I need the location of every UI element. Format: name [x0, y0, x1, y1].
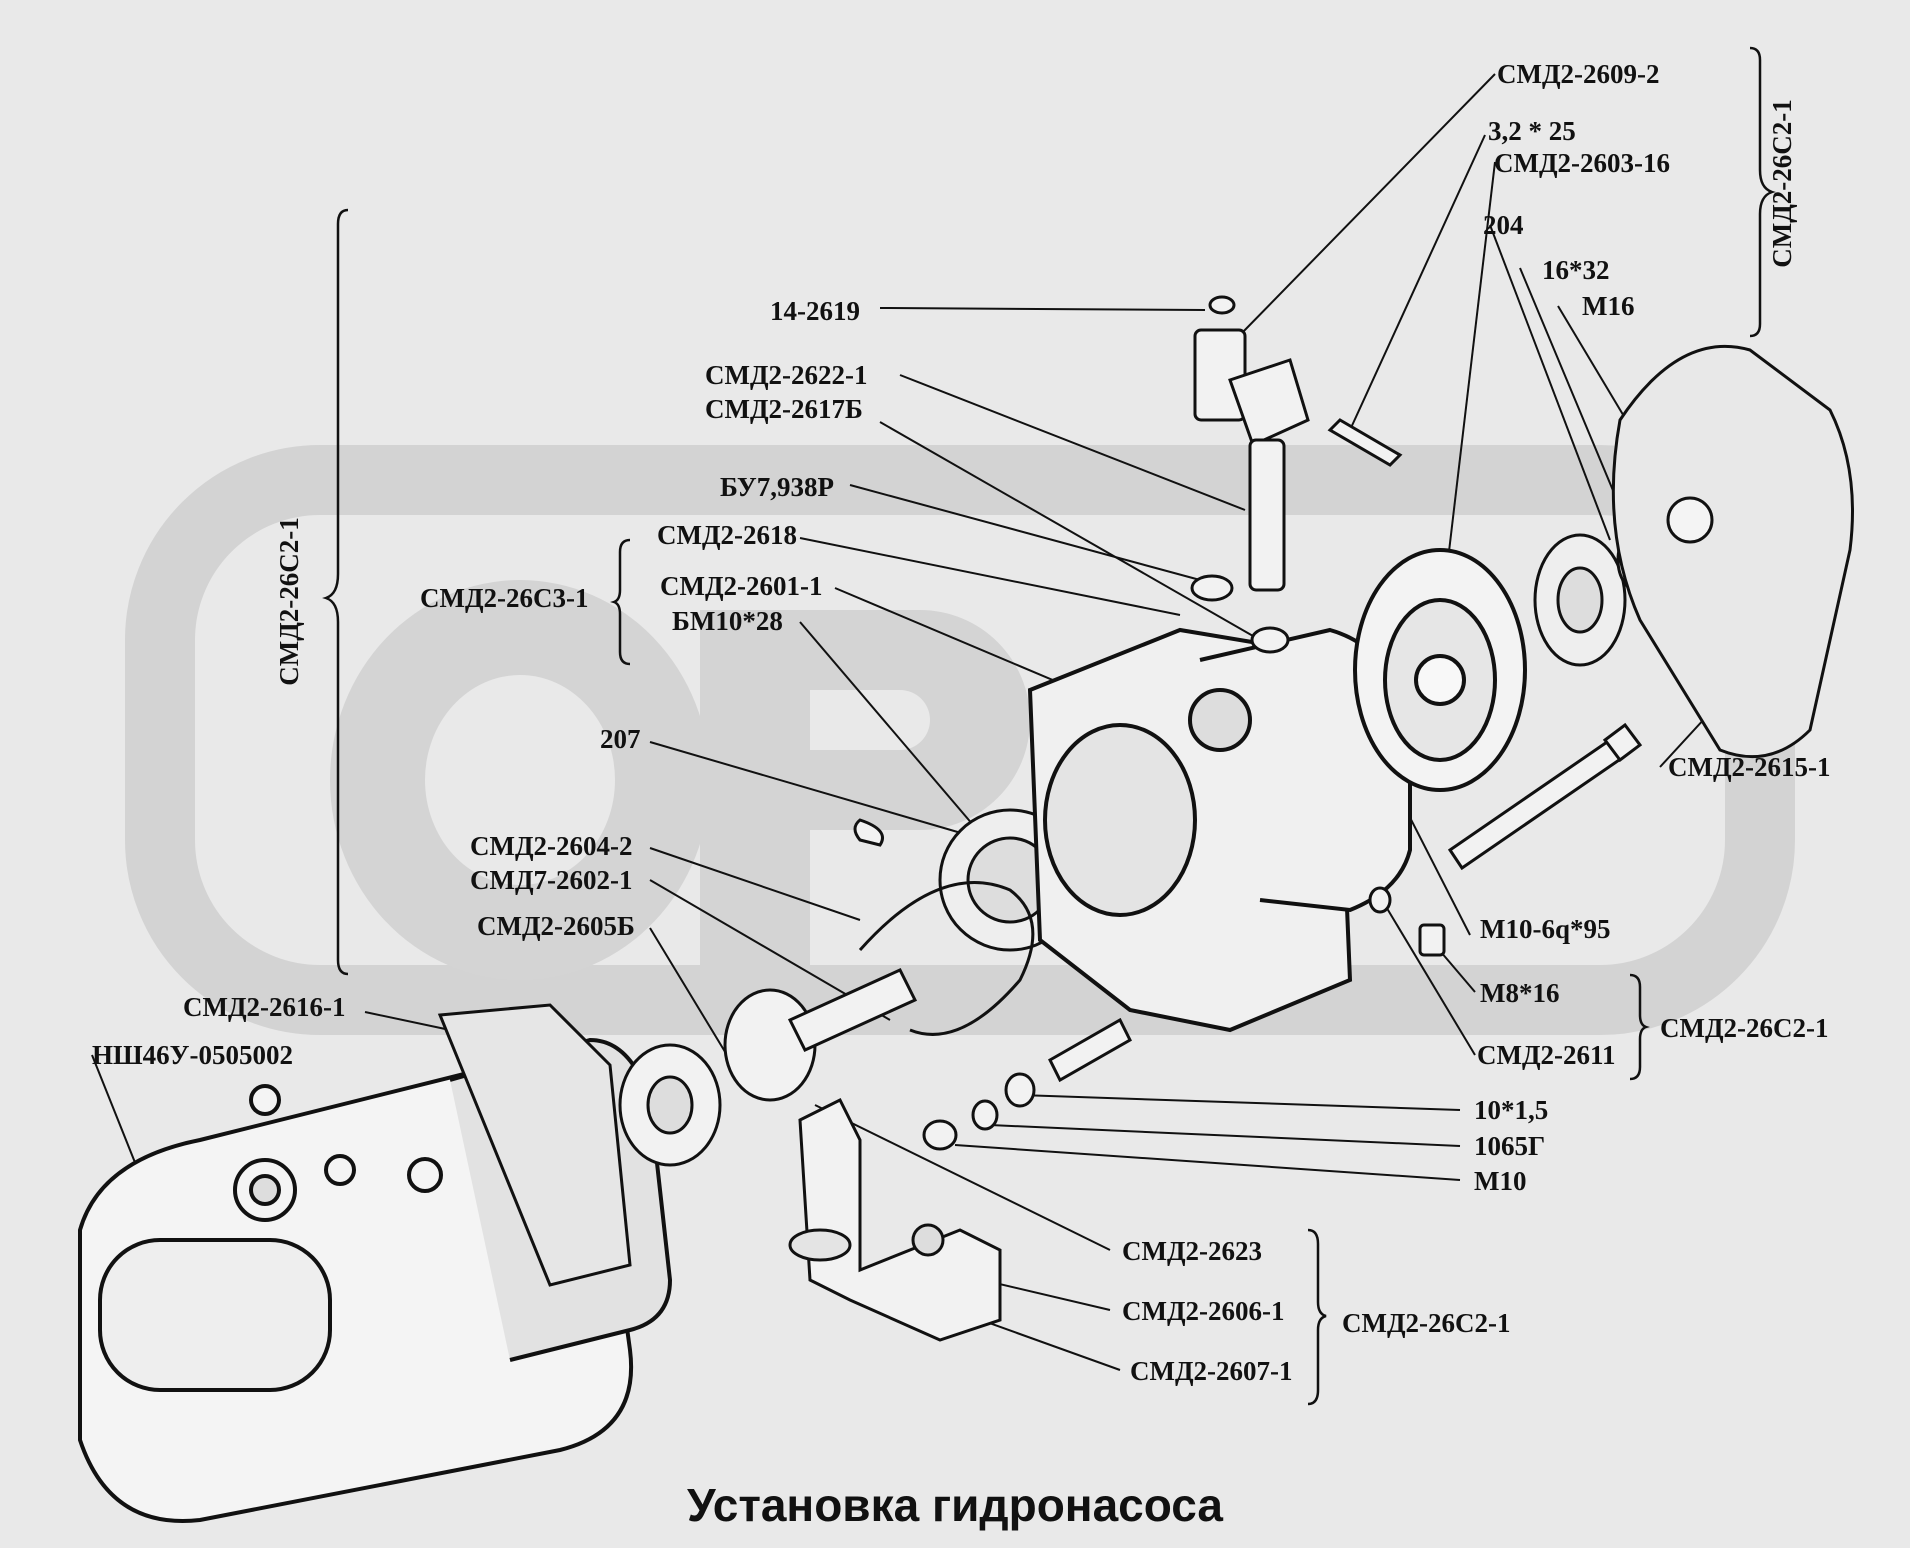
label-14-2619: 14-2619: [770, 296, 860, 326]
label-bm10x28: БМ10*28: [672, 606, 783, 636]
brace-brackets: [322, 46, 1776, 1406]
label-smd2-2616-1: СМД2-2616-1: [183, 992, 346, 1022]
label-smd2-2606-1: СМД2-2606-1: [1122, 1296, 1285, 1326]
label-smd2-2617b: СМД2-2617Б: [705, 394, 863, 424]
label-m10: М10: [1474, 1166, 1527, 1196]
label-group-smd2-26s2-1-bottom: СМД2-26С2-1: [1342, 1308, 1511, 1338]
label-smd2-2601-1: СМД2-2601-1: [660, 571, 823, 601]
oil-fitting: [1190, 295, 1310, 654]
label-m8x16: М8*16: [1480, 978, 1560, 1008]
label-smd2-2623: СМД2-2623: [1122, 1236, 1263, 1266]
label-smd2-2618: СМД2-2618: [657, 520, 798, 550]
lever-arm: [788, 1097, 1002, 1342]
flange-plate-left: [437, 1003, 632, 1287]
label-m10-95: М10-6q*95: [1480, 914, 1611, 944]
label-16x32: 16*32: [1542, 255, 1610, 285]
gasket-right: [1611, 344, 1854, 759]
label-group-smd2-26s3-1: СМД2-26С3-1: [420, 583, 589, 613]
small-hardware: [853, 418, 1446, 1151]
label-207: 207: [600, 724, 641, 754]
label-1065g: 1065Г: [1474, 1131, 1546, 1161]
label-smd2-2605b: СМД2-2605Б: [477, 911, 635, 941]
label-10x1-5: 10*1,5: [1474, 1095, 1549, 1125]
label-m16: М16: [1582, 291, 1635, 321]
label-smd2-2604-2: СМД2-2604-2: [470, 831, 633, 861]
label-group-smd2-26s2-1-top: СМД2-26С2-1: [1766, 99, 1797, 268]
diagram-title: Установка гидронасоса: [687, 1479, 1223, 1531]
label-smd7-2602-1: СМД7-2602-1: [470, 865, 633, 895]
label-group-smd2-26s2-1-right: СМД2-26С2-1: [1660, 1013, 1829, 1043]
label-smd2-2609-2: СМД2-2609-2: [1497, 59, 1660, 89]
label-nsh46u: НШ46У-0505002: [92, 1040, 293, 1070]
drive-gear: [1353, 548, 1527, 792]
label-smd2-2615-1: СМД2-2615-1: [1668, 752, 1831, 782]
label-smd2-2607-1: СМД2-2607-1: [1130, 1356, 1293, 1386]
label-204: 204: [1483, 210, 1524, 240]
label-smd2-2603-16: СМД2-2603-16: [1494, 148, 1671, 178]
label-smd2-2622-1: СМД2-2622-1: [705, 360, 868, 390]
watermark-letters: [330, 580, 1030, 1000]
long-bolt: [1447, 722, 1643, 871]
label-bu7-938r: БУ7,938Р: [720, 472, 834, 502]
label-smd2-2611: СМД2-2611: [1477, 1040, 1616, 1070]
label-3-2x25: 3,2 * 25: [1488, 116, 1576, 146]
label-group-smd2-26s2-1-left: СМД2-26С2-1: [273, 517, 304, 686]
